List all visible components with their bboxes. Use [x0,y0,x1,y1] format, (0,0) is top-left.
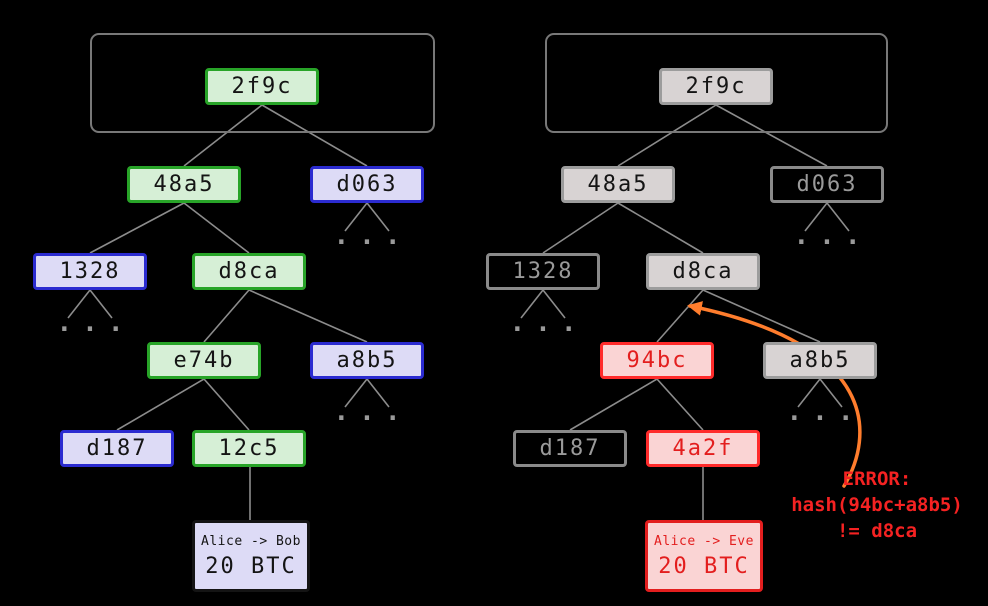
right-leaf-amount: 20 BTC [658,553,750,579]
left-node-1328: 1328 [33,253,147,290]
error-arrow-icon [687,301,862,488]
left-node-a8b5: a8b5 [310,342,424,379]
error-title: ERROR: [842,468,912,490]
left-node-d8ca: d8ca [192,253,306,290]
right-node-94bc: 94bc [600,342,714,379]
left-ellipsis-a8b5: ... [333,397,411,427]
left-node-d187: d187 [60,430,174,467]
right-node-d063: d063 [770,166,884,203]
left-node-12c5: 12c5 [192,430,306,467]
left-ellipsis-d063: ... [333,221,411,251]
right-leaf-transaction: Alice -> Eve 20 BTC [645,520,763,592]
left-ellipsis-1328: ... [56,308,134,338]
left-tree-edges [67,104,390,520]
left-node-d063: d063 [310,166,424,203]
error-hash-expression: hash(94bc+a8b5) [791,494,963,516]
error-mismatch-value: != d8ca [836,520,918,542]
right-ellipsis-d063: ... [793,221,871,251]
left-leaf-parties: Alice -> Bob [201,533,301,549]
left-node-e74b: e74b [147,342,261,379]
right-node-48a5: 48a5 [561,166,675,203]
right-root-outline [545,33,888,133]
left-leaf-amount: 20 BTC [205,553,297,579]
right-ellipsis-1328: ... [509,308,587,338]
right-node-d187: d187 [513,430,627,467]
right-node-1328: 1328 [486,253,600,290]
right-node-d8ca: d8ca [646,253,760,290]
left-root-outline [90,33,435,133]
right-ellipsis-a8b5: ... [786,397,864,427]
error-annotation: ERROR: hash(94bc+a8b5) != d8ca [777,466,977,544]
right-node-a8b5: a8b5 [763,342,877,379]
right-leaf-parties: Alice -> Eve [654,533,754,549]
left-leaf-transaction: Alice -> Bob 20 BTC [192,520,310,592]
right-node-4a2f: 4a2f [646,430,760,467]
right-tree-edges [520,104,850,520]
right-node-2f9c: 2f9c [659,68,773,105]
left-node-2f9c: 2f9c [205,68,319,105]
left-node-48a5: 48a5 [127,166,241,203]
